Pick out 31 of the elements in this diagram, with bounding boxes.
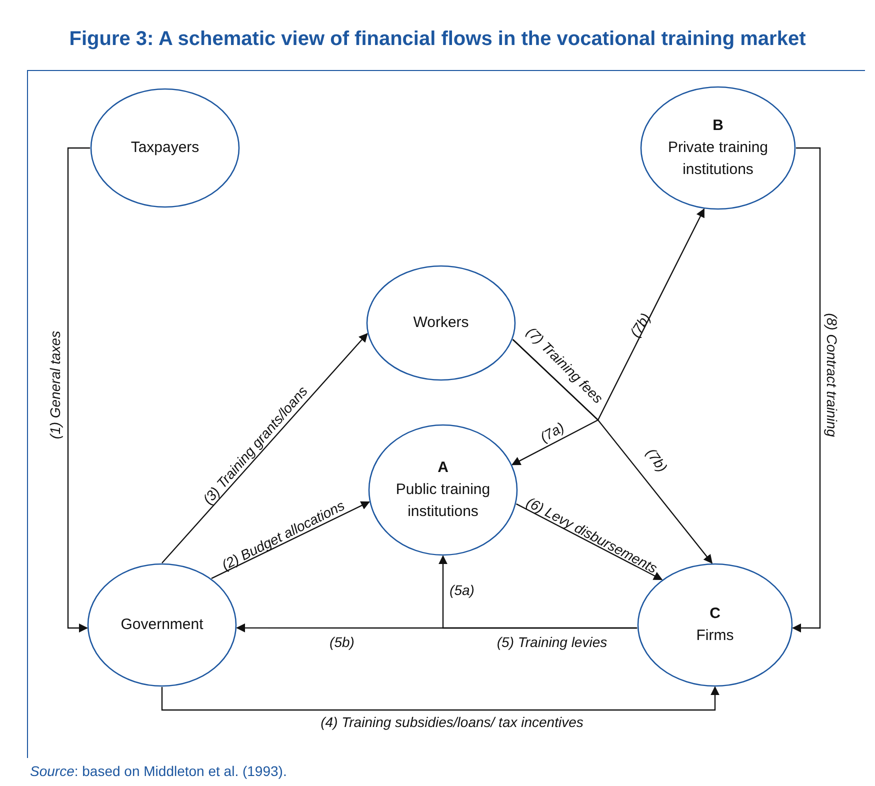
ellipse-node (90, 88, 240, 208)
edge-label: (1) General taxes (47, 330, 63, 440)
ellipse-node (366, 265, 516, 381)
arrow (67, 147, 90, 633)
node-label: Private training institutions (666, 138, 770, 180)
arrow (161, 686, 720, 711)
node-label: Firms (695, 626, 735, 646)
node-letter: A (436, 458, 450, 478)
arrow (792, 147, 821, 632)
ellipse-node (368, 424, 518, 556)
node-label: Taxpayers (130, 138, 200, 158)
arrow (162, 333, 368, 564)
edge-label: (5b) (330, 634, 354, 650)
edge-label: (7b) (643, 445, 671, 475)
figure-title: Figure 3: A schematic view of financial flows in the vocational training market (68, 28, 807, 51)
node-letter: B (712, 116, 724, 136)
arrow (512, 339, 713, 564)
node-label: Workers (412, 313, 470, 334)
edge-label: (5a) (450, 582, 474, 598)
node-label: Government (120, 615, 204, 636)
flow-label: (5) Training levies (496, 634, 608, 650)
arrow (516, 503, 663, 580)
edge-label: (7a) (537, 418, 567, 446)
arrow (211, 501, 370, 579)
edge-label: (4) Training subsidies/loans/ tax incentives (320, 714, 584, 730)
edge-label: (8) Contract training (824, 313, 840, 437)
node-letter: C (708, 604, 722, 624)
node-label: Public training institutions (394, 480, 492, 522)
arrow (236, 623, 638, 632)
source-note: Source: based on Middleton et al. (1993). (30, 763, 287, 779)
ellipse-node (640, 86, 796, 210)
